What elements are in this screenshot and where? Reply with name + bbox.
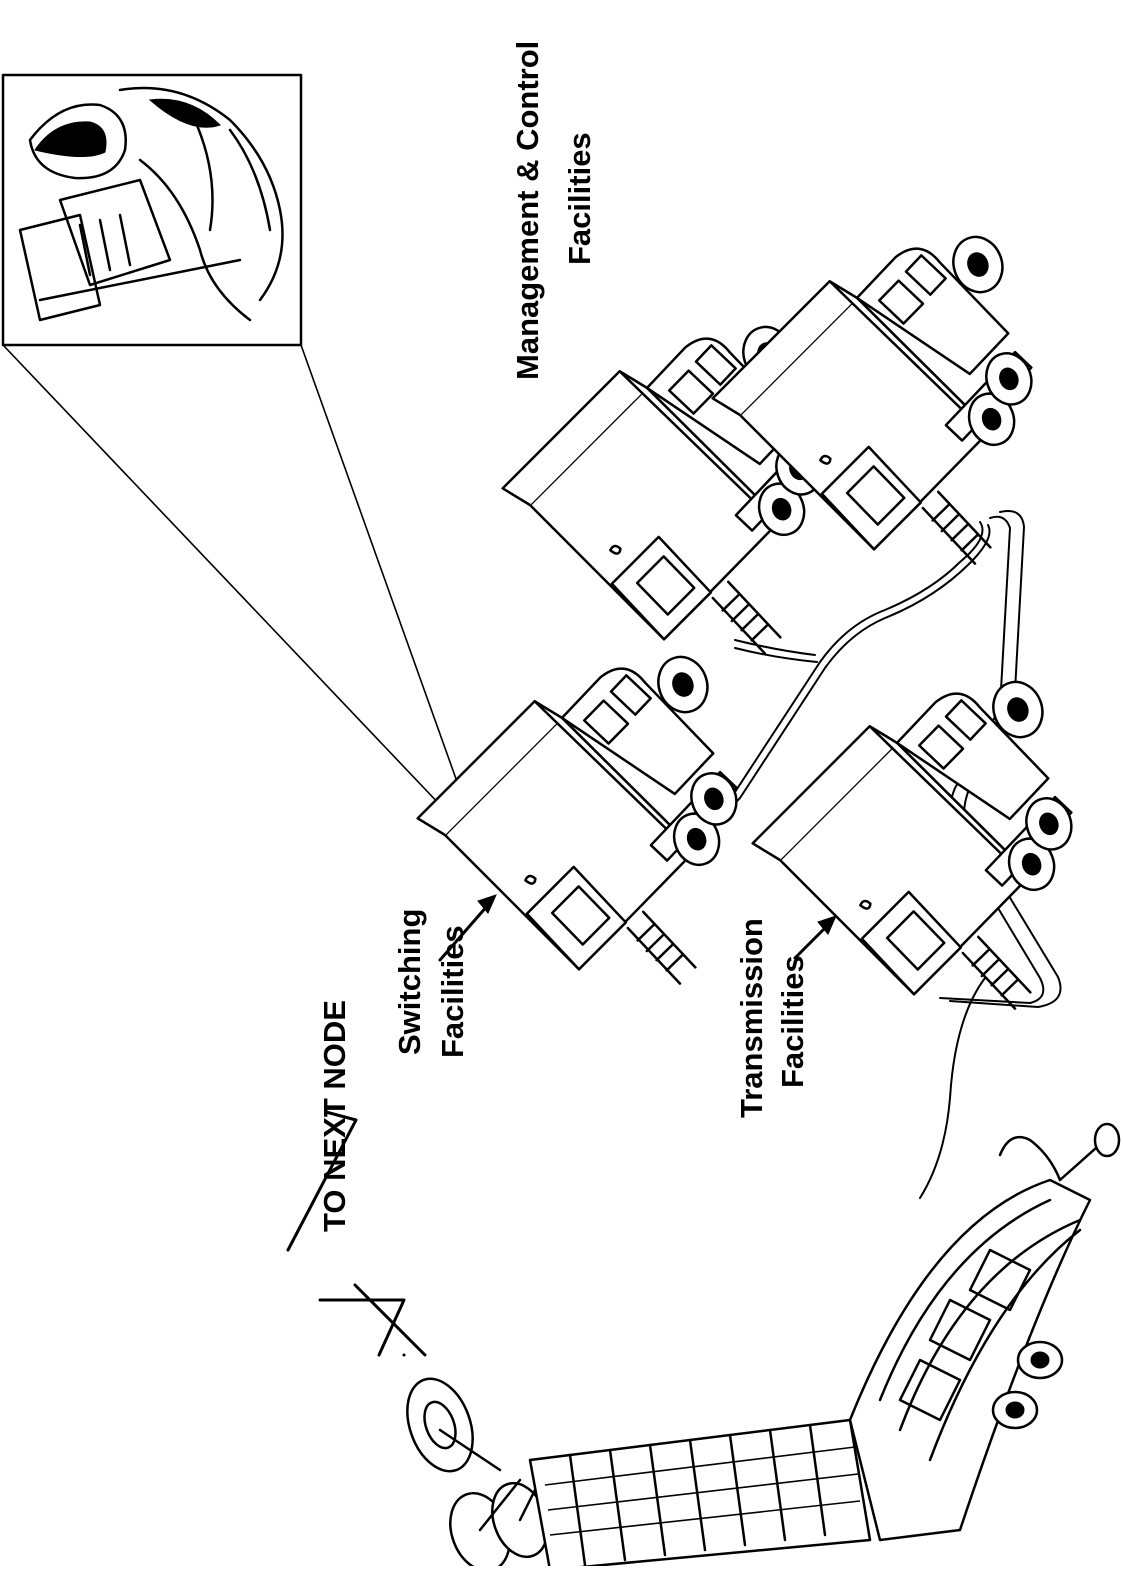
inset-callout-line-1 [2,344,463,829]
inset-callout-line-2 [300,344,471,819]
antenna-mast-vehicle [406,1122,1121,1571]
label-management-line1: Management & Control [510,41,545,380]
truck-management-2 [686,219,1098,630]
label-transmission-line1: Transmission [734,918,769,1118]
label-switching-line1: Switching [392,909,427,1055]
switching-arrow [438,894,497,962]
label-switching-line2: Facilities [435,925,470,1058]
label-transmission-line2: Facilities [775,955,810,1088]
label-to-next-node: TO NEXT NODE [317,1000,352,1232]
radio-link-symbol [286,1110,427,1357]
label-management-line2: Facilities [562,132,597,265]
transmission-arrow [793,915,837,960]
inset-operators-console [1,73,471,829]
